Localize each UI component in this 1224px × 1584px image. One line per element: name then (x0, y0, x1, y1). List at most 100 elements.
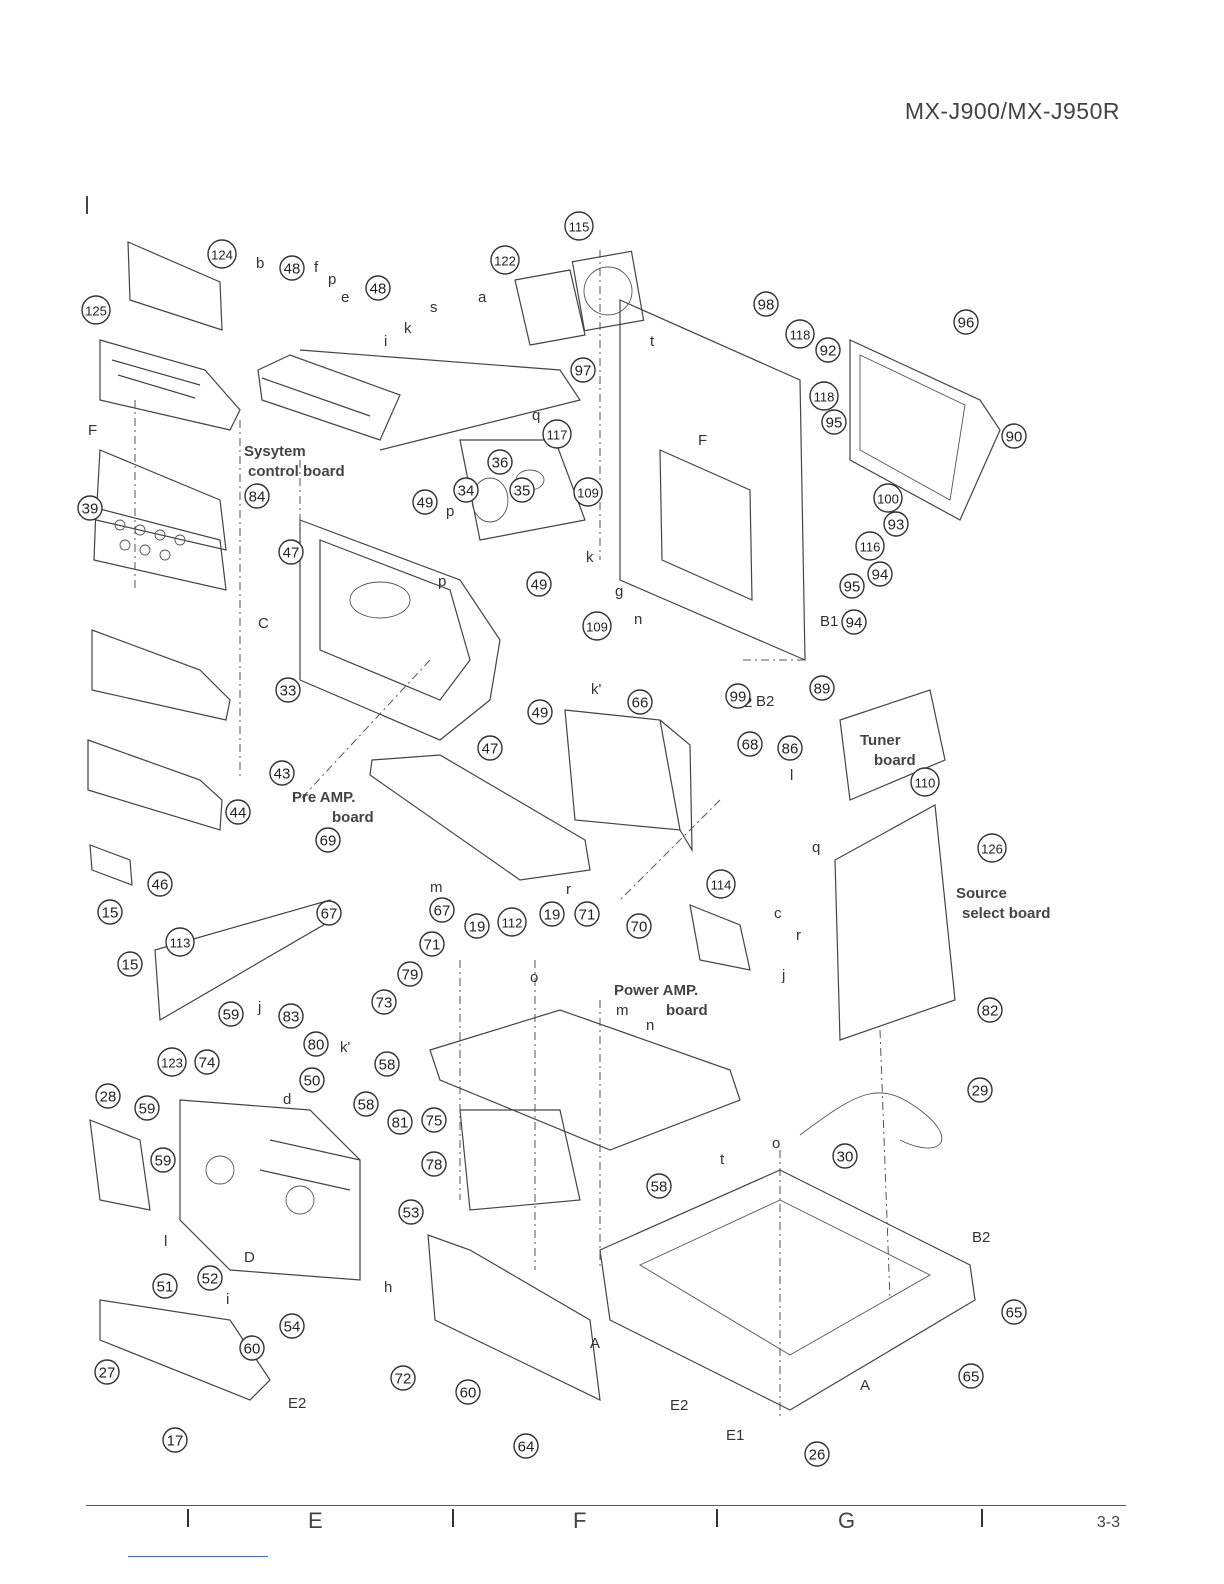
part-number: 44 (230, 805, 247, 822)
part-number: 98 (758, 297, 775, 314)
connector-letter: B2 (756, 693, 774, 710)
part-callout-51: 51 (152, 1273, 178, 1299)
part-number: 126 (981, 842, 1003, 857)
part-callout-69: 69 (315, 827, 341, 853)
part-callout-46: 46 (147, 871, 173, 897)
board-label-system-control-2: control board (248, 463, 345, 480)
part-callout-67: 67 (316, 900, 342, 926)
part-callout-48: 48 (365, 275, 391, 301)
connector-letter: t (720, 1151, 725, 1168)
callout-layer: 1241254848122115981189692971189590117363… (77, 211, 1027, 1467)
part-callout-49: 49 (526, 571, 552, 597)
connector-letter: t (650, 333, 655, 350)
part-number: 110 (915, 776, 936, 791)
part-number: 72 (395, 1371, 412, 1388)
board-label-power-amp-2: board (666, 1002, 708, 1019)
part-callout-96: 96 (953, 309, 979, 335)
connector-letter: F (88, 422, 97, 439)
part-number: 58 (358, 1097, 375, 1114)
chassis-linework (87, 241, 1001, 1420)
connector-letter: i (226, 1291, 229, 1308)
part-callout-79: 79 (397, 961, 423, 987)
part-callout-60: 60 (455, 1379, 481, 1405)
part-callout-109: 109 (582, 611, 612, 641)
part-callout-82: 82 (977, 997, 1003, 1023)
part-callout-59: 59 (150, 1147, 176, 1173)
connector-letter: o (530, 969, 538, 986)
connector-letter: E2 (288, 1395, 306, 1412)
part-callout-100: 100 (873, 483, 903, 513)
part-number: 58 (651, 1179, 668, 1196)
board-label-source-select-1: Source (956, 885, 1007, 902)
part-number: 83 (283, 1009, 300, 1026)
part-number: 86 (782, 741, 799, 758)
part-callout-59: 59 (218, 1001, 244, 1027)
part-callout-94: 94 (841, 609, 867, 635)
part-callout-64: 64 (513, 1433, 539, 1459)
connector-letter: A (590, 1335, 600, 1352)
connector-letter: m (616, 1002, 629, 1019)
part-number: 36 (492, 455, 509, 472)
board-label-source-select-2: select board (962, 905, 1050, 922)
connector-letter: B2 (972, 1229, 990, 1246)
part-number: 123 (161, 1056, 183, 1071)
connector-letter: n (646, 1017, 654, 1034)
part-callout-49: 49 (412, 489, 438, 515)
part-callout-15: 15 (117, 951, 143, 977)
part-number: 113 (170, 936, 191, 951)
part-callout-78: 78 (421, 1151, 447, 1177)
part-number: 80 (308, 1037, 325, 1054)
part-callout-47: 47 (477, 735, 503, 761)
part-number: 78 (426, 1157, 443, 1174)
part-callout-49: 49 (527, 699, 553, 725)
connector-letter: k' (340, 1039, 351, 1056)
part-number: 118 (814, 390, 835, 405)
part-callout-99: 99 (725, 683, 751, 709)
footer-rule (86, 1505, 1126, 1506)
part-number: 58 (379, 1057, 396, 1074)
part-number: 112 (502, 916, 523, 931)
part-callout-114: 114 (706, 869, 736, 899)
part-callout-53: 53 (398, 1199, 424, 1225)
part-callout-43: 43 (269, 760, 295, 786)
part-number: 48 (370, 281, 387, 298)
part-callout-33: 33 (275, 677, 301, 703)
part-number: 49 (417, 495, 434, 512)
part-callout-97: 97 (570, 357, 596, 383)
part-callout-122: 122 (490, 245, 520, 275)
part-number: 97 (575, 363, 592, 380)
part-number: 60 (460, 1385, 477, 1402)
part-number: 26 (809, 1447, 826, 1464)
part-callout-112: 112 (497, 907, 527, 937)
connector-letter: k' (591, 681, 602, 698)
margin-marker (86, 196, 88, 214)
part-callout-66: 66 (627, 689, 653, 715)
part-callout-52: 52 (197, 1265, 223, 1291)
part-number: 125 (85, 304, 107, 319)
part-callout-26: 26 (804, 1441, 830, 1467)
part-number: 47 (283, 545, 300, 562)
part-number: 48 (284, 261, 301, 278)
part-number: 28 (100, 1089, 117, 1106)
part-number: 92 (820, 343, 837, 360)
part-callout-17: 17 (162, 1427, 188, 1453)
part-number: 96 (958, 315, 975, 332)
part-callout-27: 27 (94, 1359, 120, 1385)
part-number: 47 (482, 741, 499, 758)
part-number: 73 (376, 995, 393, 1012)
part-callout-118: 118 (785, 319, 815, 349)
part-number: 64 (518, 1439, 535, 1456)
connector-letter: f (314, 259, 319, 276)
part-number: 33 (280, 683, 297, 700)
connector-letter: C (258, 615, 269, 632)
page-number: 3-3 (1096, 1514, 1120, 1531)
connector-letter: c (774, 905, 782, 922)
part-number: 19 (469, 919, 486, 936)
part-callout-15: 15 (97, 899, 123, 925)
part-number: 74 (199, 1055, 216, 1072)
part-number: 17 (167, 1433, 184, 1450)
part-number: 15 (122, 957, 139, 974)
part-callout-75: 75 (421, 1107, 447, 1133)
